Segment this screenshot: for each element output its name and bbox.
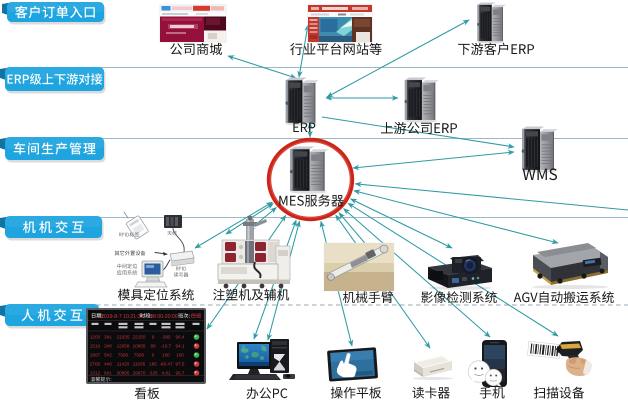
svg-text:-80.47: -80.47 [159,362,172,367]
svg-text:94.1: 94.1 [176,344,185,349]
svg-text:11420: 11420 [117,362,130,367]
svg-text:96.7: 96.7 [176,371,185,376]
svg-text:-385: -385 [161,335,171,340]
svg-text:7580: 7580 [118,353,129,358]
svg-text:100: 100 [176,353,184,358]
svg-text:11035: 11035 [133,362,146,367]
svg-text:29870: 29870 [133,371,146,376]
svg-text:7580: 7580 [134,353,145,358]
svg-text:0: 0 [152,353,155,358]
svg-text:22150: 22150 [133,335,146,340]
svg-text:4#6: 4#6 [104,362,112,367]
svg-text:4.81: 4.81 [162,371,171,376]
svg-text:2#8: 2#8 [104,344,112,349]
svg-text:1807: 1807 [90,353,101,358]
svg-text:1203: 1203 [90,335,101,340]
svg-text:9: 9 [152,335,155,340]
svg-text:-10.7: -10.7 [161,344,172,349]
svg-text:30895: 30895 [117,371,130,376]
svg-text:3#1: 3#1 [104,335,112,340]
svg-text:08:00-20:00: 08:00-20:00 [150,314,178,320]
svg-text:21035: 21035 [117,335,130,340]
svg-text:80: 80 [150,344,156,349]
svg-text:185: 185 [149,362,157,367]
svg-text:2705: 2705 [90,362,101,367]
svg-text:12058: 12058 [117,344,130,349]
svg-text:97.5: 97.5 [176,362,185,367]
svg-text:1312: 1312 [90,371,101,376]
svg-text:1519: 1519 [90,344,101,349]
svg-text:10985: 10985 [133,344,146,349]
svg-text:96.4: 96.4 [176,335,185,340]
svg-text:100: 100 [162,353,170,358]
svg-text:-325: -325 [148,371,158,376]
svg-text:2019-8-7 10:21:36: 2019-8-7 10:21:36 [101,314,144,320]
svg-text:6#1: 6#1 [104,371,112,376]
svg-text:5#2: 5#2 [104,353,112,358]
